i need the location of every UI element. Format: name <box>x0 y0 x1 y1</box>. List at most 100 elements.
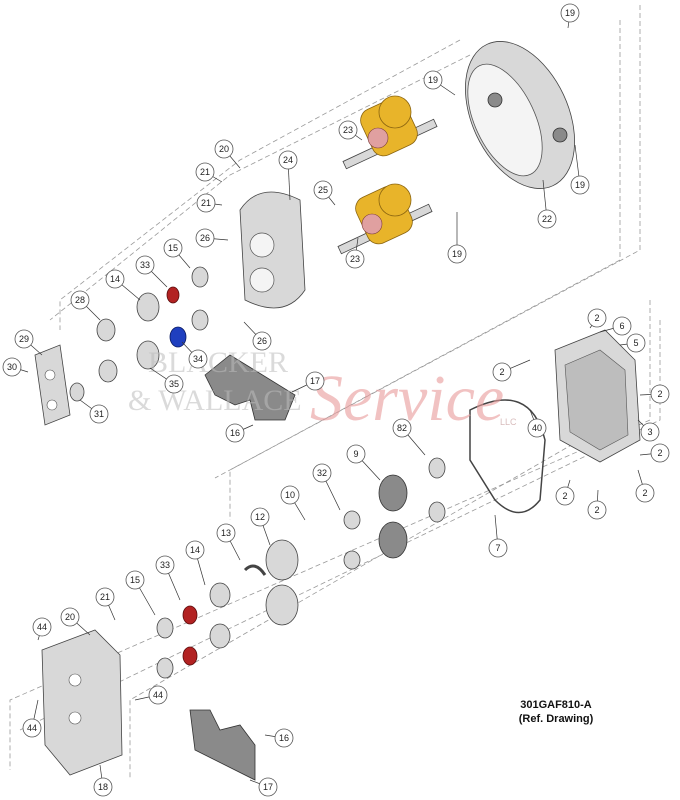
callout-number: 22 <box>542 214 552 224</box>
callout-23: 23 <box>338 120 363 141</box>
callout-23: 23 <box>345 237 365 269</box>
callout-9: 9 <box>346 444 381 481</box>
callout-number: 17 <box>263 782 273 792</box>
callout-number: 15 <box>168 243 178 253</box>
gasket <box>469 399 546 514</box>
callout-44: 44 <box>22 699 42 738</box>
callout-number: 44 <box>27 723 37 733</box>
callout-26: 26 <box>195 228 229 248</box>
callout-circle <box>570 175 590 195</box>
callout-circle <box>635 483 655 503</box>
callout-number: 6 <box>619 321 624 331</box>
callout-circle <box>626 333 646 353</box>
callout-2: 2 <box>639 384 670 404</box>
rotor-upper <box>342 95 438 170</box>
callout-28: 28 <box>70 290 101 321</box>
callout-circle <box>216 523 236 543</box>
callout-33: 33 <box>155 555 181 601</box>
callout-number: 25 <box>318 185 328 195</box>
callout-circle <box>214 139 234 159</box>
callout-44: 44 <box>134 685 168 705</box>
callout-circle <box>22 718 42 738</box>
callout-number: 19 <box>428 75 438 85</box>
callout-17: 17 <box>291 371 325 393</box>
callout-20: 20 <box>214 139 241 169</box>
callout-circle <box>125 570 145 590</box>
callout-33: 33 <box>135 255 168 288</box>
callout-number: 33 <box>140 260 150 270</box>
callout-circle <box>305 371 325 391</box>
callout-number: 14 <box>110 274 120 284</box>
callout-7: 7 <box>488 514 508 558</box>
callout-circle <box>32 617 52 637</box>
callout-number: 44 <box>37 622 47 632</box>
watermark-small: LLC <box>500 417 517 427</box>
callout-number: 17 <box>310 376 320 386</box>
callout-number: 32 <box>317 468 327 478</box>
callout-circle <box>164 374 184 394</box>
callout-number: 2 <box>499 367 504 377</box>
callout-12: 12 <box>250 507 271 546</box>
callout-circle <box>555 486 575 506</box>
callout-circle <box>185 540 205 560</box>
callout-circle <box>148 685 168 705</box>
callout-number: 40 <box>532 423 542 433</box>
callout-19: 19 <box>560 3 580 29</box>
callout-number: 44 <box>153 690 163 700</box>
callout-number: 18 <box>98 782 108 792</box>
callout-21: 21 <box>196 193 223 213</box>
callout-circle <box>258 777 278 797</box>
upper-bearing-stack <box>96 266 209 383</box>
callout-number: 2 <box>594 505 599 515</box>
callout-circle <box>278 150 298 170</box>
callout-circle <box>274 728 294 748</box>
callout-circle <box>225 423 245 443</box>
callout-2: 2 <box>587 308 607 329</box>
mounting-foot-lower <box>189 709 256 781</box>
callout-number: 2 <box>657 389 662 399</box>
callout-circle <box>70 290 90 310</box>
watermark-line1: BLACKER <box>148 346 288 379</box>
callout-number: 3 <box>647 427 652 437</box>
callout-18: 18 <box>93 764 113 797</box>
callout-labels: 1919191923232220212124252626153314282930… <box>2 3 670 797</box>
callout-number: 23 <box>350 254 360 264</box>
callout-circle <box>188 349 208 369</box>
callout-31: 31 <box>79 399 109 424</box>
gearbox-cover <box>554 329 641 463</box>
watermark-line2: & WALLACE <box>128 384 302 417</box>
callout-24: 24 <box>278 150 298 201</box>
callout-25: 25 <box>313 180 336 206</box>
callout-circle <box>392 418 412 438</box>
rotor-housing <box>465 41 575 189</box>
callout-19: 19 <box>447 212 467 264</box>
callout-number: 21 <box>201 198 211 208</box>
callout-circle <box>163 238 183 258</box>
callout-number: 10 <box>285 490 295 500</box>
callout-circle <box>155 555 175 575</box>
assembly-guide-lines <box>9 5 661 780</box>
callout-circle <box>640 422 660 442</box>
callout-number: 20 <box>65 612 75 622</box>
callout-21: 21 <box>95 587 116 621</box>
callout-34: 34 <box>181 341 208 369</box>
drawing-title-block: 301GAF810-A (Ref. Drawing) <box>496 698 616 726</box>
callout-number: 13 <box>221 528 231 538</box>
drawing-number: 301GAF810-A <box>520 699 592 711</box>
callout-number: 20 <box>219 144 229 154</box>
mounting-foot-upper <box>204 354 296 421</box>
spacer-ring <box>69 382 85 402</box>
callout-circle <box>612 316 632 336</box>
callout-circle <box>280 485 300 505</box>
callout-number: 21 <box>100 592 110 602</box>
callout-number: 15 <box>130 575 140 585</box>
callout-circle <box>346 444 366 464</box>
callout-circle <box>250 507 270 527</box>
callout-2: 2 <box>635 469 655 503</box>
callout-5: 5 <box>619 333 646 353</box>
callout-number: 14 <box>190 545 200 555</box>
callout-circle <box>587 308 607 328</box>
callout-6: 6 <box>599 316 632 336</box>
callout-number: 2 <box>562 491 567 501</box>
